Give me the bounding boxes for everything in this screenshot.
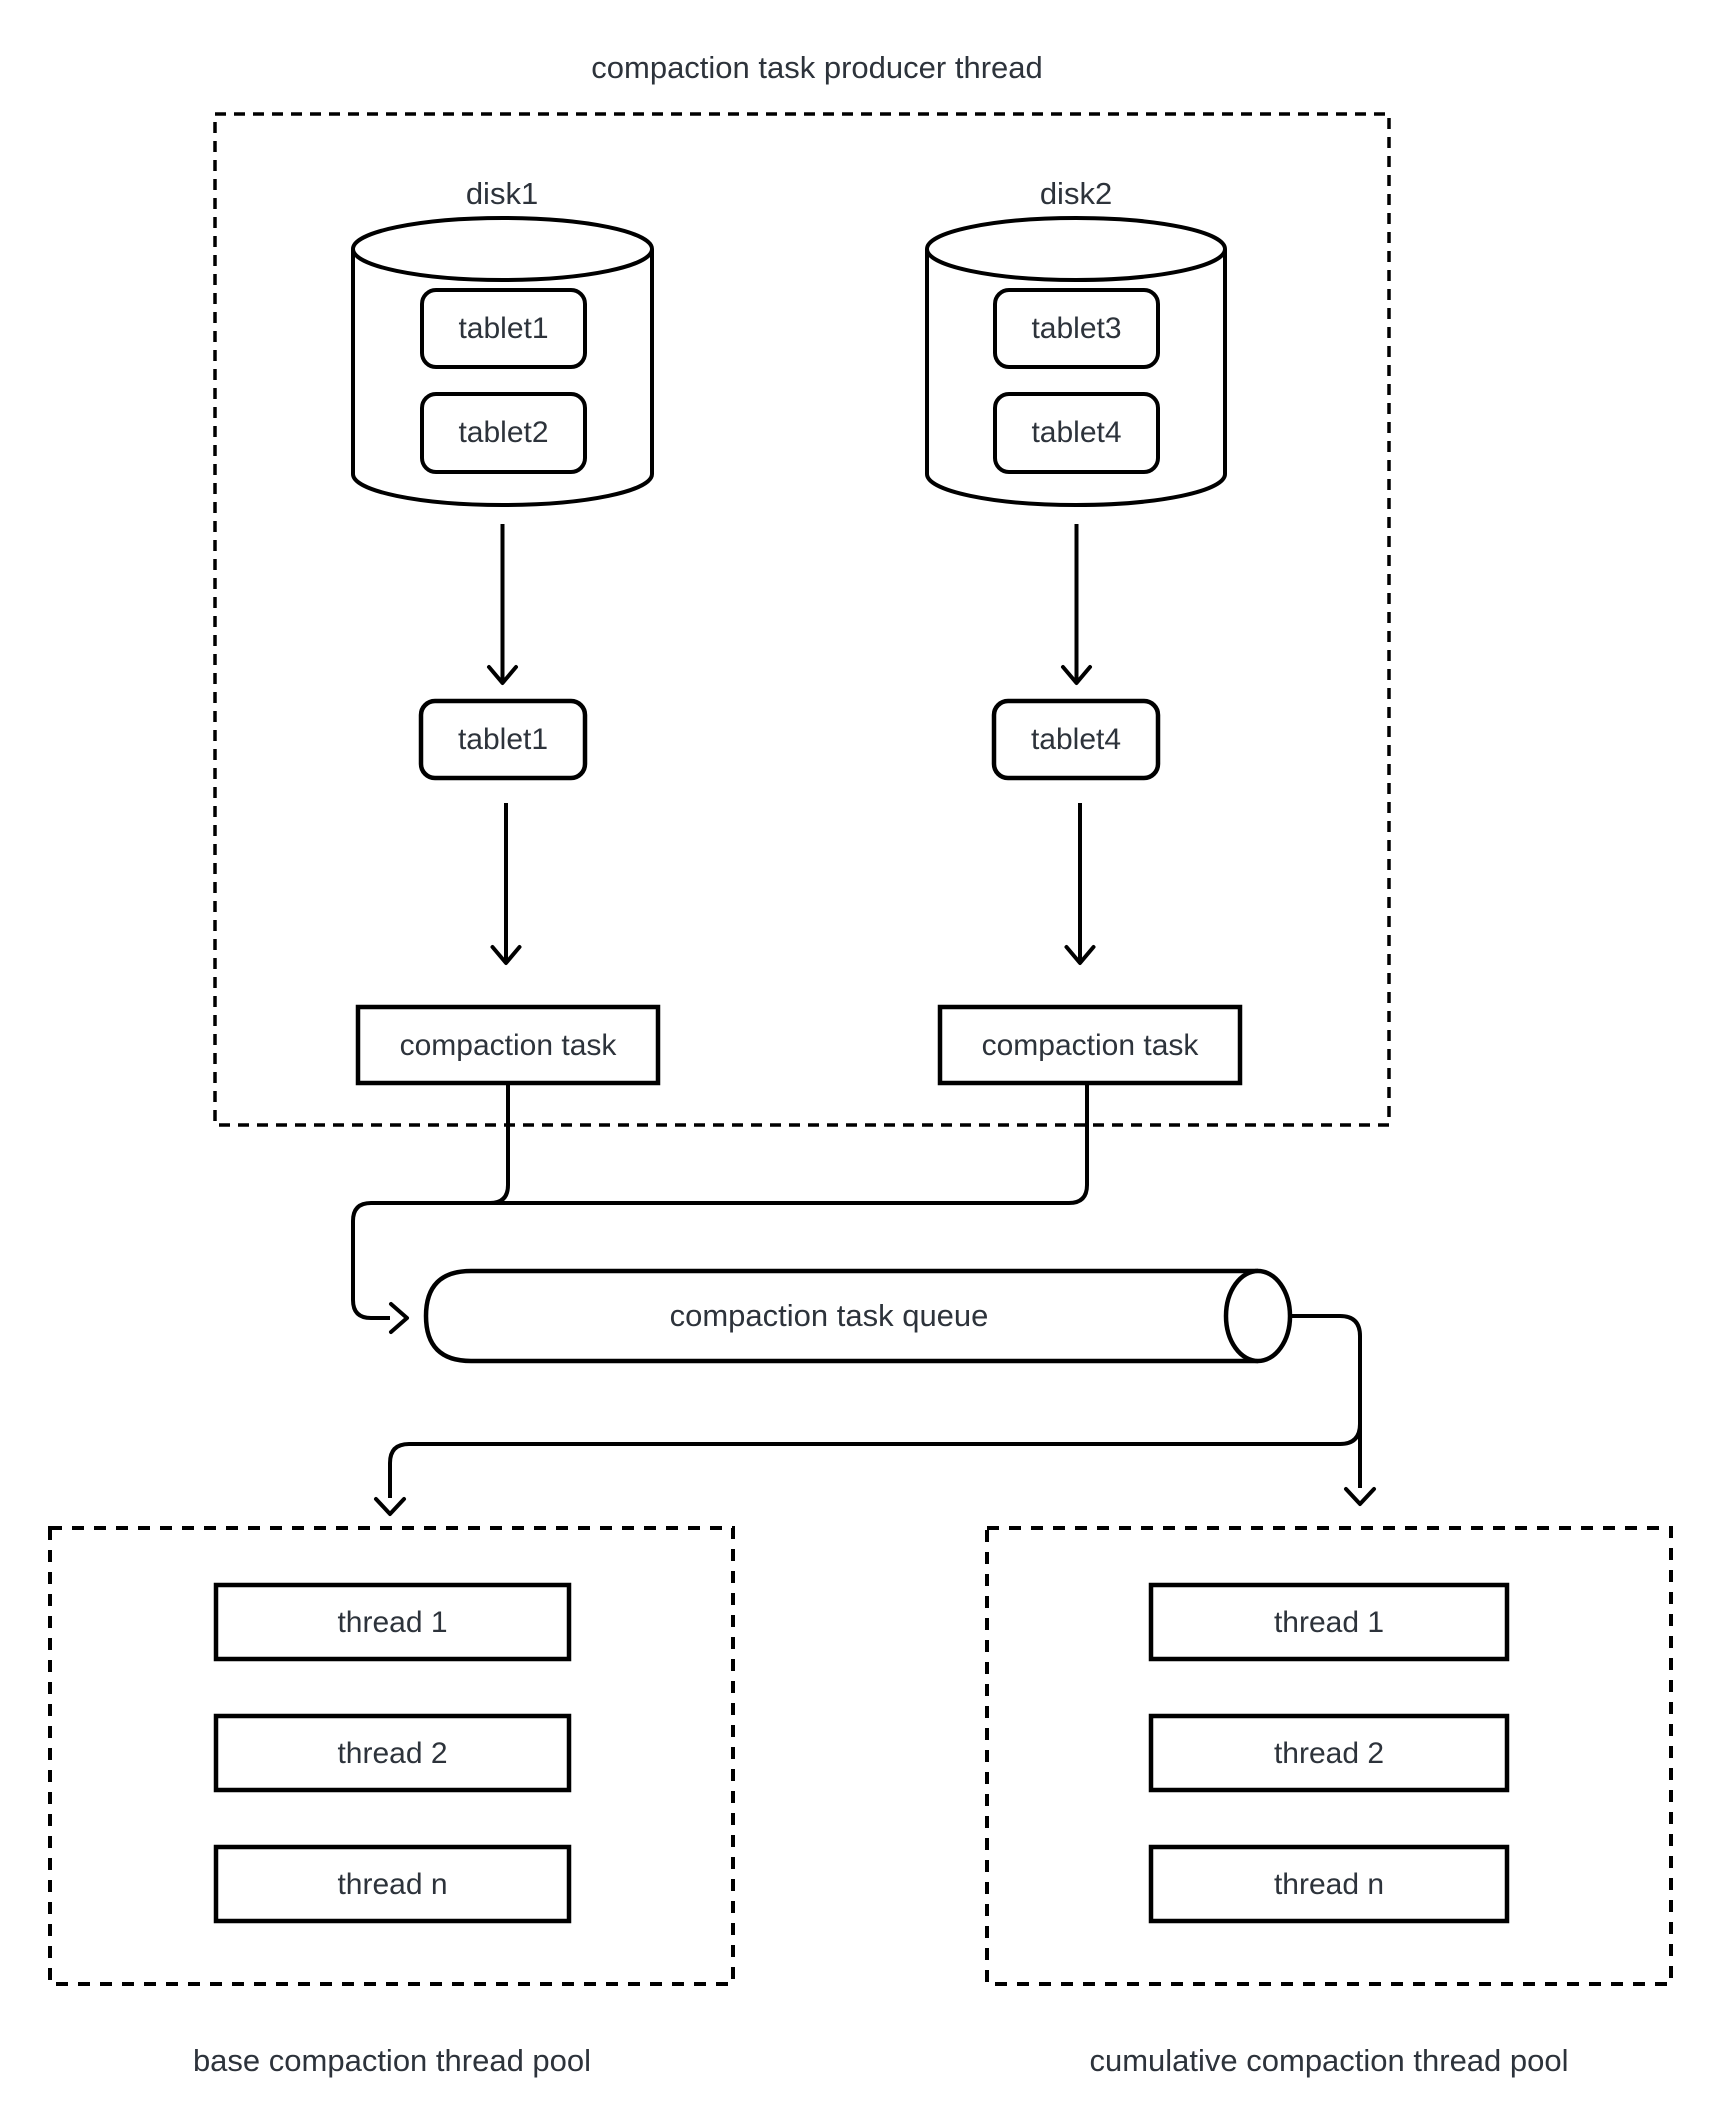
disk1-label: disk1 — [466, 176, 538, 211]
base-thread1-box — [213, 1582, 572, 1662]
cumulative-thread2-label: thread 2 — [1274, 1737, 1384, 1770]
compaction-task-right-label: compaction task — [982, 1029, 1200, 1062]
arrow-into-queue-head-icon — [389, 1302, 409, 1334]
queue-cylinder-body — [423, 1268, 1258, 1364]
disk1-tablet2-box — [420, 392, 587, 474]
arrow-tablet1-to-task-head-icon — [490, 945, 522, 965]
cumulative-threadn-box — [1148, 1844, 1510, 1924]
connector-merge-to-queue — [351, 1085, 1089, 1320]
diagram-title: compaction task producer thread — [591, 50, 1042, 85]
base-thread2-label: thread 2 — [337, 1737, 447, 1770]
disk2-tablet3-label: tablet3 — [1031, 312, 1121, 345]
base-pool-caption: base compaction thread pool — [193, 2043, 591, 2078]
connector-split-to-base-pool — [388, 1423, 1362, 1498]
compaction-task-left-box — [355, 1004, 661, 1086]
base-thread1-label: thread 1 — [337, 1606, 447, 1639]
connector-left-task-to-merge — [489, 1083, 510, 1205]
picked-tablet1-label: tablet1 — [458, 723, 548, 756]
disk2-tablet4-box — [993, 392, 1160, 474]
base-pool-group-box — [48, 1526, 735, 1986]
picked-tablet4-box — [991, 698, 1161, 781]
compaction-task-right-box — [937, 1004, 1243, 1086]
arrow-disk1-to-tablet-head-icon — [487, 665, 518, 685]
cumulative-thread2-box — [1148, 1713, 1510, 1793]
cumulative-threadn-label: thread n — [1274, 1868, 1384, 1901]
disk1-cylinder-top — [351, 216, 654, 282]
base-thread2-box — [213, 1713, 572, 1793]
disk2-label: disk2 — [1040, 176, 1112, 211]
disk2-tablet3-box — [993, 288, 1160, 369]
queue-label: compaction task queue — [670, 1298, 989, 1333]
cumulative-pool-caption: cumulative compaction thread pool — [1089, 2043, 1568, 2078]
connector-queue-exit — [1290, 1314, 1362, 1488]
disk2-tablet4-label: tablet4 — [1031, 416, 1121, 449]
picked-tablet4-label: tablet4 — [1031, 723, 1121, 756]
picked-tablet1-box — [418, 698, 588, 781]
cumulative-pool-group-box — [985, 1526, 1673, 1986]
base-threadn-box — [213, 1844, 572, 1924]
disk1-tablet1-box — [420, 288, 587, 369]
cumulative-thread1-label: thread 1 — [1274, 1606, 1384, 1639]
arrow-into-base-pool-head-icon — [374, 1497, 406, 1516]
arrow-tablet4-to-task-head-icon — [1064, 945, 1096, 965]
disk2-cylinder-top — [925, 216, 1227, 282]
arrow-into-cumulative-pool-head-icon — [1344, 1487, 1376, 1506]
cumulative-thread1-box — [1148, 1582, 1510, 1662]
compaction-task-left-label: compaction task — [400, 1029, 618, 1062]
base-threadn-label: thread n — [337, 1868, 447, 1901]
disk1-tablet1-label: tablet1 — [458, 312, 548, 345]
producer-thread-group-box — [213, 112, 1391, 1127]
arrow-disk2-to-tablet-head-icon — [1061, 665, 1092, 685]
queue-cylinder-end-cap — [1223, 1268, 1293, 1364]
disk1-tablet2-label: tablet2 — [458, 416, 548, 449]
